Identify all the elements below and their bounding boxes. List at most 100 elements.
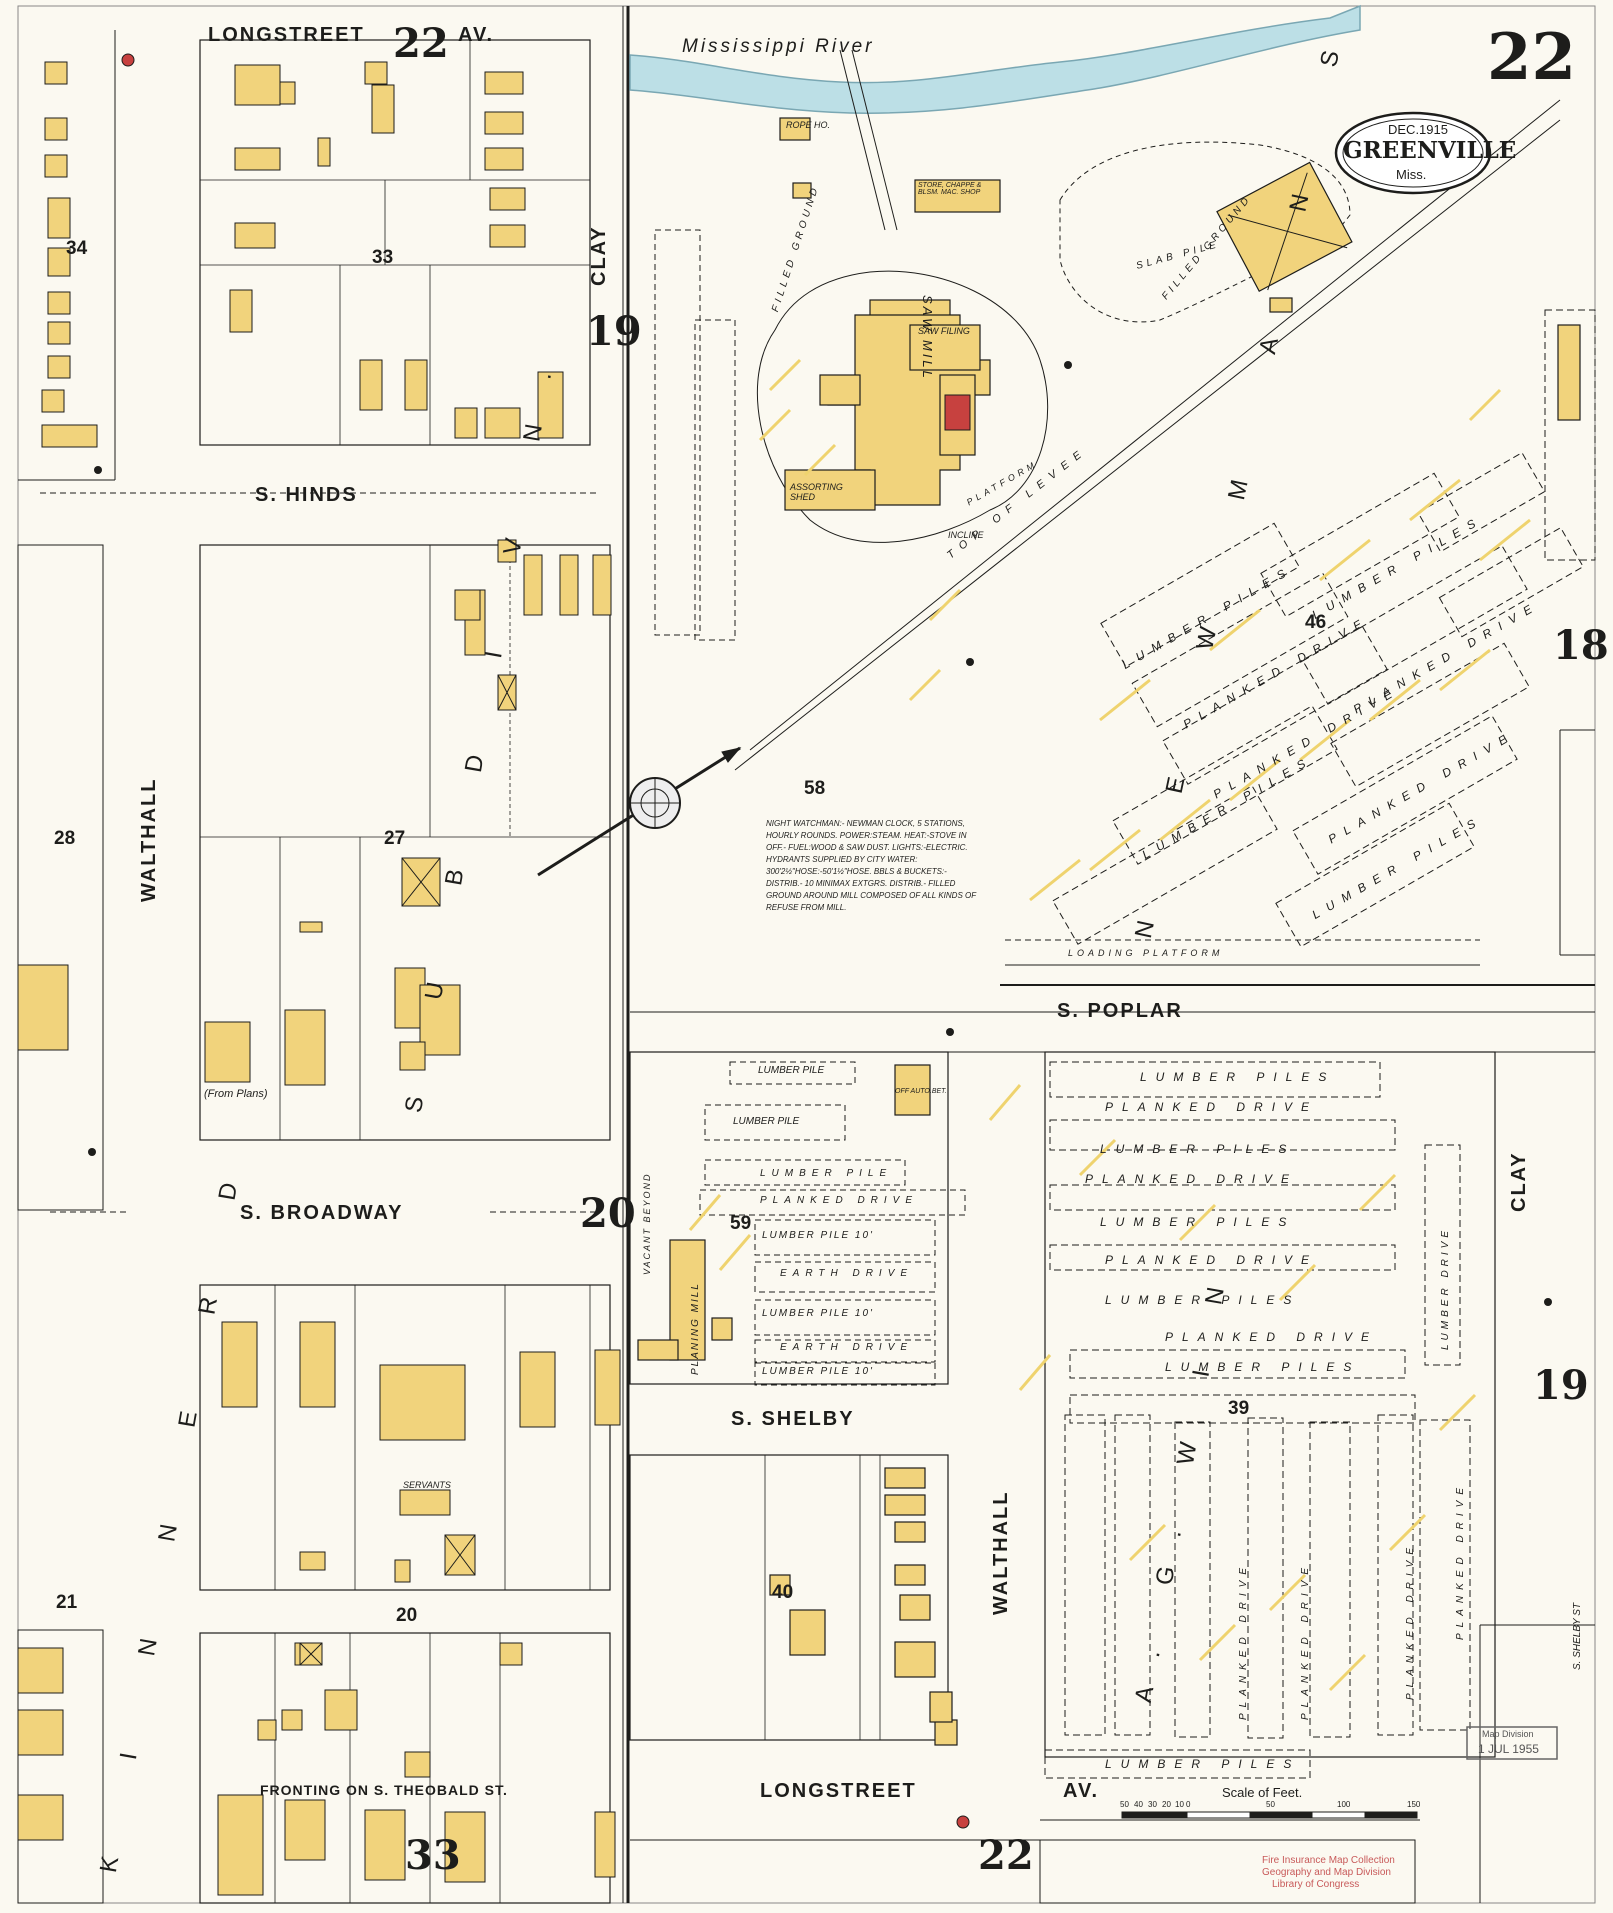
- from-plans-note: (From Plans): [204, 1088, 268, 1100]
- scale-tick: 30: [1148, 1800, 1157, 1809]
- drive-label: PLANKED DRIVE: [1455, 1481, 1466, 1640]
- street-clay-right: CLAY: [1508, 1151, 1530, 1212]
- street-longstreet-top: LONGSTREET: [208, 24, 365, 46]
- street-broadway: S. BROADWAY: [240, 1202, 404, 1224]
- adjoining-sheet: 22: [393, 20, 449, 67]
- yard-hatching: [758, 358, 1531, 902]
- pile-label: LUMBER PILES: [1100, 1142, 1296, 1156]
- north-arrow: [537, 746, 742, 877]
- block-number: 59: [730, 1213, 752, 1234]
- planing-mill-label: PLANING MILL: [690, 1282, 701, 1375]
- block-27-outline: [199, 544, 611, 1141]
- drive-label: PLANKED DRIVE: [1165, 1330, 1379, 1344]
- drive-label: PLANKED DRIVE: [1300, 1561, 1311, 1720]
- block-33-outline: [199, 39, 591, 446]
- mississippi-river: [629, 4, 1361, 114]
- block-59-piles: [699, 1061, 966, 1386]
- river-label: Mississippi River: [682, 36, 875, 57]
- adjoining-sheet: 33: [405, 1832, 461, 1879]
- store-label: STORE, CHAPPE & BLSM. MAC. SHOP: [918, 182, 982, 196]
- mill-notes: NIGHT WATCHMAN:- NEWMAN CLOCK, 5 STATION…: [766, 819, 976, 912]
- pile-label: LUMBER PILE 10': [762, 1366, 874, 1377]
- city-cartouche: [1334, 111, 1492, 195]
- stamp-dept: Map Division: [1482, 1729, 1534, 1739]
- lumber-pile-rows-diagonal: [1052, 451, 1584, 948]
- block-39-piles: [1044, 1061, 1471, 1779]
- scale-tick: 40: [1134, 1800, 1143, 1809]
- scale-tick: 20: [1162, 1800, 1171, 1809]
- map-date: DEC.1915: [1388, 122, 1448, 137]
- street-av-bottom: AV.: [1063, 1780, 1100, 1802]
- block-number: 27: [384, 828, 406, 849]
- drive-label: PLANKED DRIVE: [760, 1195, 919, 1206]
- block-number: 58: [804, 778, 826, 799]
- street-hinds: S. HINDS: [255, 484, 358, 506]
- block-20-outline: [199, 1284, 611, 1591]
- incline-label: INCLINE: [948, 530, 984, 540]
- scale-tick: 100: [1337, 1800, 1351, 1809]
- pile-label: LUMBER PILES: [1105, 1293, 1301, 1307]
- block-39-hatching: [988, 1084, 1477, 1692]
- saw-mill-label: SAW MILL: [920, 295, 935, 381]
- city-name: GREENVILLE: [1343, 137, 1517, 164]
- state-name: Miss.: [1396, 167, 1427, 182]
- block-33-bottom-outline: [199, 1632, 611, 1904]
- street-walthall-right: WALTHALL: [990, 1490, 1012, 1616]
- servants-label: SERVANTS: [403, 1480, 451, 1490]
- drive-label: EARTH DRIVE: [780, 1342, 914, 1353]
- pile-label: LUMBER PILE 10': [762, 1230, 874, 1241]
- block-number: 21: [56, 1592, 78, 1613]
- scale-bar: [1121, 1811, 1418, 1819]
- street-longstreet-bottom: LONGSTREET: [760, 1780, 917, 1802]
- block-number: 20: [396, 1605, 418, 1626]
- pile-label: LUMBER PILE 10': [762, 1308, 874, 1319]
- drive-label: PLANKED DRIVE: [1085, 1172, 1299, 1186]
- street-shelby: S. SHELBY: [731, 1408, 855, 1430]
- scale-tick: 50: [1120, 1800, 1129, 1809]
- drive-label: PLANKED DRIVE: [1105, 1253, 1319, 1267]
- saw-filing-label: SAW FILING: [918, 326, 970, 336]
- scale-tick: 150: [1407, 1800, 1421, 1809]
- drive-label: PLANKED DRIVE: [1105, 1100, 1319, 1114]
- stamp-date: 1 JUL 1955: [1478, 1742, 1539, 1756]
- block-number: 40: [772, 1582, 794, 1603]
- pile-label: LUMBER PILES: [1100, 1215, 1296, 1229]
- left-buildings: [17, 61, 621, 1896]
- block-number: 33: [372, 247, 394, 268]
- block-number: 34: [66, 238, 88, 259]
- adjoining-sheet: 20: [580, 1190, 636, 1237]
- credit-line: Library of Congress: [1272, 1879, 1360, 1890]
- drive-label: EARTH DRIVE: [780, 1268, 914, 1279]
- rope-house-label: ROPE HO.: [786, 120, 831, 130]
- loading-platform-label: LOADING PLATFORM: [1068, 948, 1224, 958]
- street-clay-top: CLAY: [588, 225, 610, 286]
- adjoining-sheet: 19: [586, 308, 642, 355]
- block-number: 28: [54, 828, 76, 849]
- drive-label: PLANKED DRIVE: [1405, 1541, 1416, 1700]
- pile-label: LUMBER PILES: [1165, 1360, 1361, 1374]
- fronting-label: FRONTING ON S. THEOBALD ST.: [260, 1782, 508, 1798]
- hydrant-icon: [956, 1815, 970, 1829]
- block-40-buildings: [769, 1467, 958, 1746]
- pile-label: LUMBER PILE: [760, 1168, 893, 1179]
- adjoining-sheet: 18: [1553, 622, 1609, 669]
- assorting-shed-label: ASSORTING SHED: [790, 482, 843, 502]
- street-poplar: S. POPLAR: [1057, 1000, 1183, 1022]
- credit-line: Fire Insurance Map Collection: [1262, 1855, 1395, 1866]
- sheet-number: 22: [1487, 20, 1577, 95]
- drive-label: LUMBER DRIVE: [1440, 1226, 1451, 1350]
- block-number: 46: [1305, 612, 1327, 633]
- receipt-stamp-box: [1466, 1726, 1558, 1760]
- office-label: OFF AUTO.BET.: [895, 1088, 947, 1095]
- left-x-buildings: [299, 674, 517, 1666]
- scale-tick: 0: [1186, 1800, 1191, 1809]
- adjoining-sheet: 22: [978, 1832, 1034, 1879]
- street-av-top: AV.: [458, 24, 495, 46]
- adjoining-sheet: 19: [1533, 1362, 1589, 1409]
- pile-label: LUMBER PILE: [733, 1116, 800, 1127]
- credit-line: Geography and Map Division: [1262, 1867, 1391, 1878]
- scale-tick: 10: [1175, 1800, 1184, 1809]
- scale-tick: 50: [1266, 1800, 1275, 1809]
